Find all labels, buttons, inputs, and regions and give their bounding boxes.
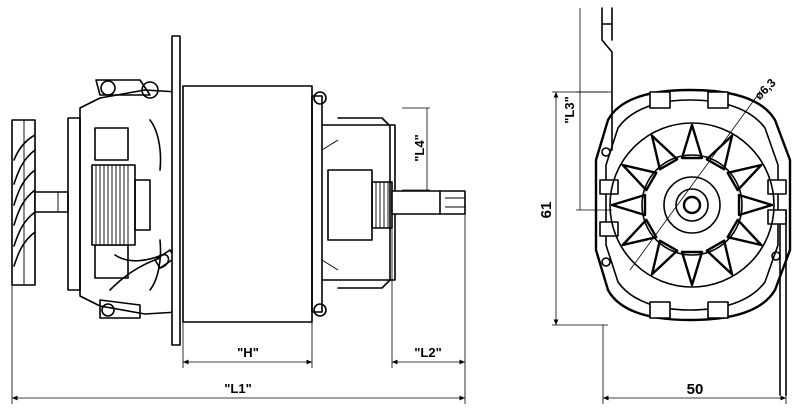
end-view: ø6,3 "L3" 61 50 bbox=[538, 7, 792, 404]
dim-l4: "L4" bbox=[402, 107, 430, 191]
dim-hole-label: ø6,3 bbox=[752, 76, 779, 103]
rear-bracket bbox=[321, 117, 396, 289]
dim-l3-label: "L3" bbox=[562, 96, 577, 124]
dim-l3: "L3" bbox=[562, 8, 612, 211]
terminal-strip bbox=[171, 35, 181, 346]
dim-l4-label: "L4" bbox=[412, 134, 427, 162]
shaft-left bbox=[34, 191, 69, 213]
dim-l1: "L1" bbox=[11, 285, 466, 404]
stator-stack bbox=[182, 85, 327, 323]
dim-61-label: 61 bbox=[538, 202, 555, 219]
shaft-right bbox=[391, 190, 466, 215]
brush-bracket bbox=[67, 79, 179, 319]
side-view: "L4" "H" "L2" "L1" bbox=[11, 35, 466, 404]
dim-l2: "L2" bbox=[391, 214, 466, 368]
lead-wires bbox=[601, 7, 787, 396]
dim-50: 50 bbox=[602, 325, 787, 404]
dim-h: "H" bbox=[182, 322, 313, 368]
dim-l1-label: "L1" bbox=[224, 381, 252, 396]
fan bbox=[11, 119, 36, 286]
dim-61: 61 bbox=[538, 91, 608, 326]
rotor bbox=[609, 122, 775, 288]
dim-l2-label: "L2" bbox=[414, 345, 442, 360]
dim-50-label: 50 bbox=[687, 381, 704, 398]
dim-h-label: "H" bbox=[237, 345, 259, 360]
